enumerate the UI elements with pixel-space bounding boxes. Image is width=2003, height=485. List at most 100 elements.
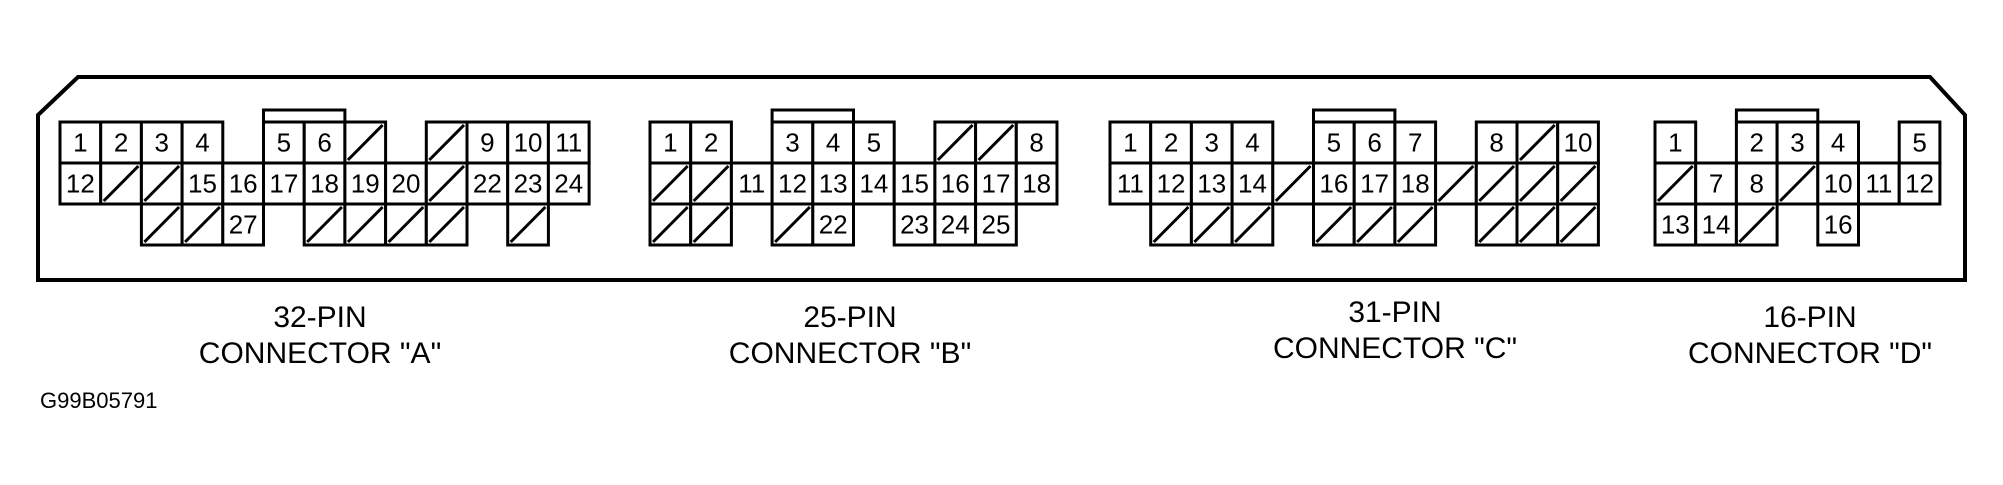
- figure-reference-code: G99B05791: [40, 388, 158, 413]
- pin-5: 5: [1312, 120, 1356, 165]
- pin-13: 13: [1189, 161, 1234, 206]
- pin-1: 1: [1108, 120, 1153, 165]
- unused-pin-cavity: [384, 202, 428, 247]
- pin-16: 16: [933, 161, 978, 206]
- pin-number-label: 17: [269, 169, 298, 199]
- pin-15: 15: [892, 161, 937, 206]
- ecm-housing-outline: [36, 75, 1967, 282]
- pin-number-label: 12: [778, 169, 807, 199]
- unused-pin-cavity: [1434, 161, 1478, 206]
- unused-pin-cavity: [1653, 161, 1698, 206]
- pin-8: 8: [1014, 120, 1059, 165]
- pin-5: 5: [1897, 120, 1942, 165]
- pin-number-label: 18: [1022, 169, 1051, 199]
- pin-number-label: 7: [1408, 128, 1422, 158]
- unused-pin-cavity: [99, 161, 143, 206]
- pin-number-label: 11: [1865, 169, 1892, 199]
- pin-11: 11: [1857, 161, 1901, 206]
- unused-pin-cavity: [1775, 161, 1820, 206]
- pin-2: 2: [99, 120, 143, 165]
- pin-16: 16: [221, 161, 266, 206]
- pin-number-label: 3: [1205, 128, 1219, 158]
- pin-number-label: 13: [819, 169, 848, 199]
- unused-pin-cavity: [1474, 202, 1519, 247]
- pin-17: 17: [974, 161, 1018, 206]
- pin-13: 13: [1653, 202, 1698, 247]
- pin-number-label: 22: [819, 210, 848, 240]
- pin-number-label: 11: [555, 128, 582, 158]
- pin-4: 4: [1230, 120, 1275, 165]
- unused-pin-cavity: [1515, 161, 1560, 206]
- pin-23: 23: [506, 161, 550, 206]
- unused-pin-cavity: [1271, 161, 1316, 206]
- pin-18: 18: [1014, 161, 1059, 206]
- pin-number-label: 24: [941, 210, 970, 240]
- pin-number-label: 14: [1702, 210, 1731, 240]
- pin-number-label: 13: [1661, 210, 1690, 240]
- pin-24: 24: [933, 202, 978, 247]
- pin-number-label: 3: [1790, 128, 1804, 158]
- pin-4: 4: [811, 120, 855, 165]
- pin-12: 12: [1149, 161, 1193, 206]
- pin-number-label: 17: [1360, 169, 1389, 199]
- pin-number-label: 18: [310, 169, 339, 199]
- unused-pin-cavity: [180, 202, 225, 247]
- unused-pin-cavity: [1474, 161, 1519, 206]
- unused-pin-cavity: [648, 161, 693, 206]
- connector-a-caption: 32-PIN CONNECTOR "A": [160, 300, 480, 372]
- pin-22: 22: [465, 161, 510, 206]
- unused-pin-cavity: [1556, 202, 1600, 247]
- unused-pin-cavity: [1189, 202, 1234, 247]
- pin-25: 25: [974, 202, 1018, 247]
- pin-number-label: 2: [704, 128, 718, 158]
- pin-number-label: 23: [900, 210, 929, 240]
- connector-latch-tab: [1312, 108, 1397, 122]
- pin-number-label: 15: [900, 169, 929, 199]
- pin-10: 10: [506, 120, 550, 165]
- pin-number-label: 20: [391, 169, 420, 199]
- pin-12: 12: [770, 161, 815, 206]
- pin-number-label: 22: [473, 169, 502, 199]
- pin-7: 7: [1694, 161, 1738, 206]
- pin-24: 24: [546, 161, 591, 206]
- pin-number-label: 8: [1029, 128, 1043, 158]
- pin-number-label: 4: [195, 128, 209, 158]
- pin-27: 27: [221, 202, 266, 247]
- pin-number-label: 16: [941, 169, 970, 199]
- pin-1: 1: [648, 120, 693, 165]
- pin-3: 3: [1189, 120, 1234, 165]
- pin-number-label: 25: [981, 210, 1010, 240]
- connector-b-name: CONNECTOR "B": [728, 337, 972, 370]
- pin-number-label: 7: [1709, 169, 1723, 199]
- unused-pin-cavity: [689, 161, 733, 206]
- pin-number-label: 3: [155, 128, 169, 158]
- pin-number-label: 11: [738, 169, 765, 199]
- unused-pin-cavity: [424, 120, 469, 165]
- pin-11: 11: [729, 161, 774, 206]
- pin-number-label: 5: [1912, 128, 1926, 158]
- unused-pin-cavity: [974, 120, 1018, 165]
- pin-16: 16: [1312, 161, 1356, 206]
- pin-23: 23: [892, 202, 937, 247]
- pin-number-label: 2: [1164, 128, 1178, 158]
- pin-number-label: 2: [114, 128, 128, 158]
- pin-number-label: 13: [1197, 169, 1226, 199]
- pin-number-label: 24: [554, 169, 583, 199]
- pin-3: 3: [139, 120, 184, 165]
- pin-18: 18: [302, 161, 347, 206]
- connector-d-name: CONNECTOR "D": [1687, 337, 1933, 370]
- unused-pin-cavity: [343, 202, 388, 247]
- pin-number-label: 27: [229, 210, 258, 240]
- pin-12: 12: [58, 161, 103, 206]
- pin-6: 6: [1352, 120, 1397, 165]
- pin-2: 2: [1734, 120, 1779, 165]
- pin-number-label: 4: [1831, 128, 1845, 158]
- pin-number-label: 12: [1905, 169, 1934, 199]
- pin-6: 6: [302, 120, 347, 165]
- pin-17: 17: [1352, 161, 1397, 206]
- pin-number-label: 5: [1327, 128, 1341, 158]
